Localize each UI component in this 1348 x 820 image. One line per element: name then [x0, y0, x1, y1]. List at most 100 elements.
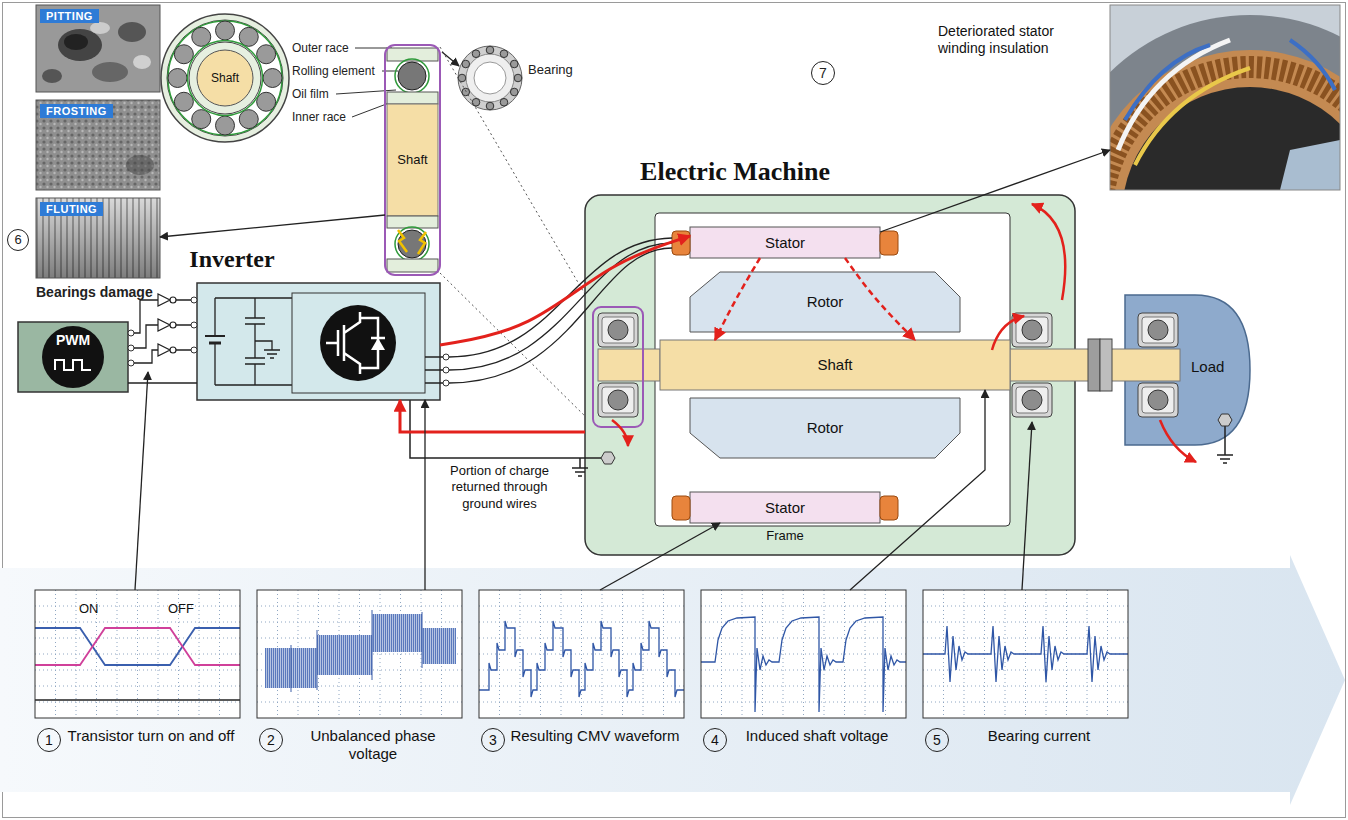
callout-number: 6 [7, 229, 29, 251]
bearing-zoom [387, 104, 438, 216]
bearing-cross-section [192, 110, 211, 129]
pointer-arrow [600, 523, 720, 590]
edge-label: Portion of charge returned through groun… [437, 463, 562, 512]
bearing-cross-section [263, 69, 282, 88]
scope-panel [479, 590, 684, 718]
bearing-photo [486, 46, 494, 54]
bearing-photo [500, 50, 508, 58]
ground-wire [410, 400, 601, 458]
rotor-box: Rotor [690, 272, 960, 332]
pointer-arrow [1022, 422, 1032, 590]
scope-panel [479, 621, 684, 697]
bearing-cross-section [257, 92, 276, 111]
phase-wire [449, 238, 672, 383]
bearing-photo [466, 54, 514, 102]
panel-text: OFF [168, 601, 194, 617]
pwm-body [55, 360, 91, 370]
panel-text: 1 [37, 728, 61, 752]
ground-wire [1217, 426, 1233, 463]
bearing-cross-section [216, 21, 235, 40]
phase-wire [449, 238, 672, 357]
ball-bearing [1138, 313, 1178, 347]
winding-photo [1110, 50, 1340, 190]
bearing-cross-section [216, 116, 235, 135]
ball-bearing [593, 307, 1178, 427]
pointer-arrow [442, 52, 459, 66]
fluting-photo [36, 198, 160, 278]
inverter-body [292, 293, 425, 393]
frosting-photo [126, 155, 154, 175]
bearing-zoom [398, 62, 426, 90]
inverter-body [205, 335, 225, 337]
frosting-photo [36, 100, 160, 190]
phase-wire [449, 248, 672, 383]
machine-frame: StatorRotorShaftRotorStatorElectric Mach… [585, 195, 1075, 555]
part-label: Shaft [817, 356, 852, 374]
photo-tag: PITTING [40, 9, 99, 23]
ground-nut [601, 452, 615, 464]
bearing-zoom [395, 227, 429, 261]
scope-panel [479, 590, 684, 718]
fluting-photo [36, 198, 160, 278]
buffer-symbol [158, 294, 176, 356]
bearing-cross-section [197, 50, 253, 106]
stator-winding [880, 231, 898, 255]
callout-number: 7 [811, 61, 835, 85]
winding-photo [1118, 40, 1230, 150]
buffer-symbol [170, 347, 176, 353]
pitting-photo [36, 5, 160, 92]
pitting-photo [133, 55, 151, 69]
load-box: Load [1125, 295, 1250, 445]
coupling [1088, 339, 1112, 391]
bearing-cross-section [192, 27, 211, 46]
scope-panel [35, 590, 240, 718]
bearing-photo [510, 88, 518, 96]
bearing-cross-section [161, 14, 289, 142]
bearing-zoom [387, 259, 438, 272]
bearing-photo [472, 98, 480, 106]
bearing-photo [472, 50, 480, 58]
bearing-cross-section [168, 21, 282, 135]
pitting-photo [58, 29, 102, 61]
phase-wire [449, 243, 672, 370]
pointer-arrow [850, 390, 985, 590]
machine-frame [655, 213, 1010, 526]
bearing-zoom: Shaft [385, 45, 440, 275]
inverter-body [371, 337, 385, 340]
scope-panel [257, 590, 462, 718]
bearing-cross-section [239, 110, 258, 129]
gate-driver-wire [134, 300, 191, 333]
scope-panel [923, 590, 1128, 718]
pitting-photo [36, 5, 160, 92]
stator-box: Stator [690, 492, 880, 523]
buffer-symbol [170, 297, 176, 303]
bearing-cross-section [257, 45, 276, 64]
panel-text: 4 [703, 728, 727, 752]
inverter-body [191, 347, 197, 353]
bearing-zoom [385, 45, 440, 275]
panel-text: Bearing current [953, 727, 1125, 745]
bearing-cross-section [174, 92, 193, 111]
bearing-zoom [398, 230, 407, 252]
panel-text: 5 [925, 728, 949, 752]
part-label: Load [1191, 358, 1224, 376]
panel-text: Unbalanced phase voltage [287, 727, 459, 763]
current-arrow [715, 258, 760, 340]
scope-panel: 4Induced shaft voltage [701, 590, 906, 718]
bearing-cross-section [239, 27, 258, 46]
panel-text: Resulting CMV waveform [509, 727, 681, 745]
scope-panel [35, 590, 240, 718]
winding-photo [1290, 40, 1335, 90]
part-label: Stator [765, 234, 805, 252]
inverter-body [215, 298, 292, 385]
scope-panel [372, 614, 422, 652]
fluting-photo [36, 198, 160, 278]
panel-text: Transistor turn on and off [65, 727, 237, 745]
flow-arrow-band [0, 555, 1345, 805]
pointer-arrow [442, 52, 459, 66]
winding-photo [1125, 45, 1210, 120]
current-path-arrow [1160, 420, 1196, 462]
part-label: Rotor [807, 293, 844, 311]
stator-winding [690, 227, 880, 258]
